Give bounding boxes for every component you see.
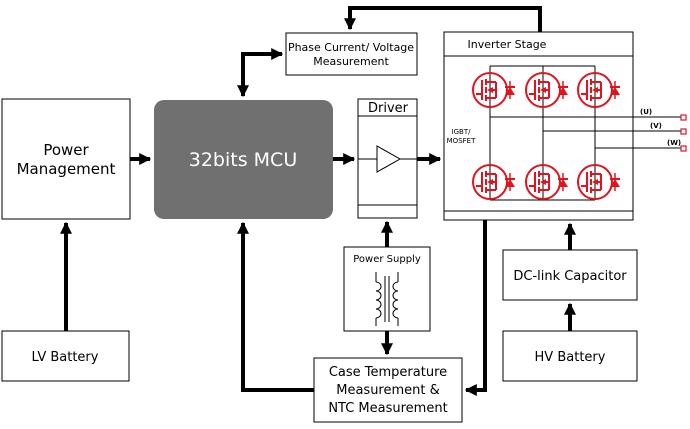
power-management-label-2: Management bbox=[17, 160, 116, 178]
driver-buffer-icon bbox=[358, 145, 417, 173]
output-v-label: (V) bbox=[650, 122, 662, 130]
power-management-label-1: Power bbox=[43, 141, 89, 159]
power-supply-block bbox=[343, 246, 431, 332]
case-temp-label-1: Case Temperature bbox=[329, 365, 447, 380]
transformer-icon bbox=[375, 272, 399, 326]
case-temp-label-3: NTC Measurement bbox=[328, 401, 447, 416]
mcu-block bbox=[154, 100, 333, 219]
phase-measurement-label-2: Measurement bbox=[313, 55, 389, 68]
inverter-label: Inverter Stage bbox=[468, 38, 547, 51]
lv-battery-label: LV Battery bbox=[32, 350, 99, 365]
output-u-label: (U) bbox=[640, 108, 652, 116]
phase-measurement-label-1: Phase Current/ Voltage bbox=[288, 41, 414, 54]
phase-measurement-block bbox=[285, 32, 418, 76]
power-supply-label: Power Supply bbox=[353, 254, 421, 265]
igbt-label-1: IGBT/ bbox=[452, 128, 472, 136]
mcu-label: 32bits MCU bbox=[189, 149, 297, 171]
lv-battery-block bbox=[1, 330, 130, 382]
phase-output-terminals bbox=[680, 114, 687, 152]
output-w-label: (W) bbox=[667, 139, 681, 147]
connections bbox=[60, 6, 576, 396]
dc-link-label: DC-link Capacitor bbox=[513, 269, 627, 284]
hv-battery-label: HV Battery bbox=[535, 350, 606, 365]
hv-battery-block bbox=[502, 330, 638, 382]
inverter-bridge bbox=[489, 65, 681, 201]
driver-label: Driver bbox=[368, 101, 409, 116]
igbt-label-2: MOSFET bbox=[447, 137, 476, 145]
power-management-block bbox=[1, 98, 131, 220]
case-temp-label-2: Measurement & bbox=[336, 383, 440, 398]
